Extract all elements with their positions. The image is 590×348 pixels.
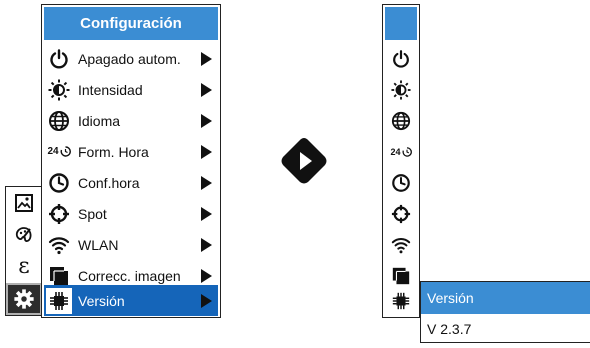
menu-item-version[interactable]: Versión bbox=[44, 285, 218, 316]
palette-icon bbox=[15, 227, 32, 242]
menu-item-label: Spot bbox=[78, 205, 107, 222]
collapsed-item-wlan[interactable] bbox=[385, 229, 417, 260]
menu-item-auto-off[interactable]: Apagado autom. bbox=[44, 43, 218, 74]
collapsed-menu: 24 bbox=[382, 4, 420, 318]
collapsed-menu-header bbox=[385, 7, 417, 40]
image-correction-icon bbox=[392, 267, 410, 284]
chevron-right-icon bbox=[201, 268, 212, 283]
clock-icon bbox=[49, 172, 69, 193]
menu-item-label: Conf.hora bbox=[78, 174, 140, 191]
collapsed-item-image-correction[interactable] bbox=[385, 260, 417, 291]
submenu-title: Versión bbox=[421, 282, 590, 314]
chevron-right-icon bbox=[201, 144, 212, 159]
wifi-icon bbox=[391, 237, 411, 253]
menu-item-image-correction[interactable]: Correcc. imagen bbox=[44, 260, 218, 291]
globe-icon bbox=[391, 111, 411, 130]
chevron-right-icon bbox=[201, 293, 212, 308]
collapsed-item-set-time[interactable] bbox=[385, 167, 417, 198]
chevron-right-icon bbox=[201, 82, 212, 97]
chip-icon bbox=[50, 291, 68, 310]
collapsed-item-language[interactable] bbox=[385, 105, 417, 136]
brightness-icon bbox=[48, 79, 70, 100]
collapsed-item-version[interactable] bbox=[385, 285, 417, 316]
chevron-right-icon bbox=[201, 113, 212, 128]
power-icon bbox=[393, 49, 409, 68]
chevron-right-icon bbox=[201, 175, 212, 190]
chevron-right-icon bbox=[201, 237, 212, 252]
version-submenu: Versión V 2.3.7 bbox=[420, 281, 590, 343]
tab-settings[interactable] bbox=[6, 283, 42, 315]
brightness-icon bbox=[391, 79, 411, 100]
power-icon bbox=[50, 48, 68, 68]
menu-item-label: WLAN bbox=[78, 236, 119, 253]
menu-item-wlan[interactable]: WLAN bbox=[44, 229, 218, 260]
menu-item-label: Intensidad bbox=[78, 81, 143, 98]
clock-icon bbox=[392, 173, 410, 192]
menu-item-label: Idioma bbox=[78, 112, 121, 129]
image-correction-icon bbox=[50, 266, 68, 285]
chevron-right-icon bbox=[201, 51, 212, 66]
menu-item-label: Correcc. imagen bbox=[78, 267, 181, 284]
crosshair-icon bbox=[391, 204, 411, 223]
menu-item-label: Form. Hora bbox=[78, 143, 149, 160]
time-format-24-icon: 24 bbox=[390, 147, 412, 157]
menu-item-time-format[interactable]: 24 Form. Hora bbox=[44, 136, 218, 167]
gear-icon bbox=[14, 289, 34, 309]
collapsed-item-intensity[interactable] bbox=[385, 74, 417, 105]
epsilon-icon: ε bbox=[18, 254, 30, 279]
diamond-arrow-right-icon bbox=[281, 138, 327, 184]
settings-menu: Configuración Apagado autom. bbox=[41, 4, 221, 318]
collapsed-item-auto-off[interactable] bbox=[385, 43, 417, 74]
chevron-right-icon bbox=[201, 206, 212, 221]
menu-item-spot[interactable]: Spot bbox=[44, 198, 218, 229]
tab-palette[interactable] bbox=[6, 219, 42, 251]
image-icon bbox=[15, 194, 33, 212]
menu-item-label: Apagado autom. bbox=[78, 50, 181, 67]
firmware-version-value: V 2.3.7 bbox=[427, 321, 472, 337]
wifi-icon bbox=[48, 236, 70, 254]
menu-item-intensity[interactable]: Intensidad bbox=[44, 74, 218, 105]
tab-emissivity[interactable]: ε bbox=[6, 251, 42, 283]
collapsed-item-time-format[interactable]: 24 bbox=[385, 136, 417, 167]
collapsed-item-spot[interactable] bbox=[385, 198, 417, 229]
time-format-24-icon: 24 bbox=[46, 139, 72, 165]
globe-icon bbox=[49, 110, 69, 131]
tab-image[interactable] bbox=[6, 187, 42, 219]
crosshair-icon bbox=[49, 203, 69, 224]
next-step-button[interactable] bbox=[279, 136, 329, 186]
side-tab-bar: ε bbox=[5, 186, 43, 316]
chip-icon bbox=[392, 292, 410, 309]
menu-title: Configuración bbox=[44, 7, 218, 40]
menu-item-set-time[interactable]: Conf.hora bbox=[44, 167, 218, 198]
menu-item-label: Versión bbox=[78, 292, 125, 309]
menu-item-language[interactable]: Idioma bbox=[44, 105, 218, 136]
